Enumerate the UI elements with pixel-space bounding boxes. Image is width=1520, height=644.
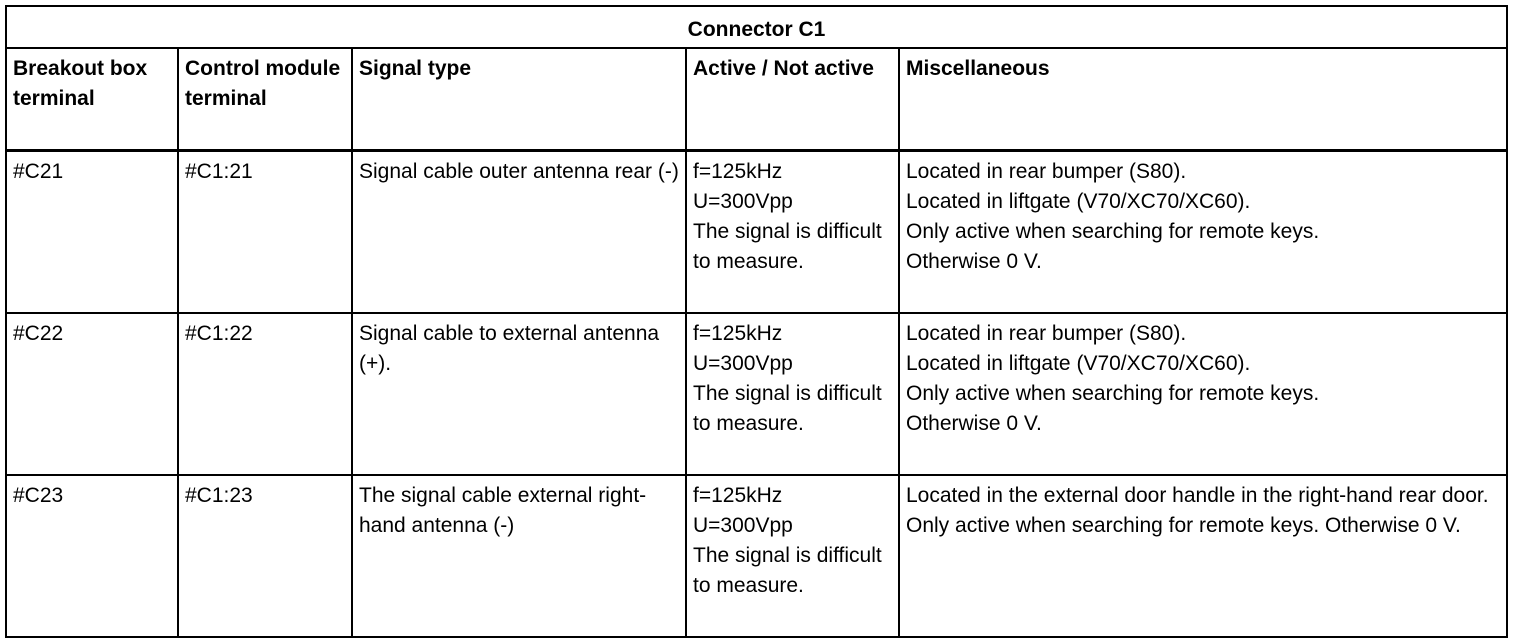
column-header-breakout-terminal: Breakout box terminal (5, 47, 179, 152)
active-line: f=125kHz (693, 484, 783, 507)
breakout-terminal-cell: #C21 (5, 149, 179, 314)
active-line: The signal is difficult to measure. (693, 220, 882, 273)
column-header-signal-type: Signal type (351, 47, 687, 152)
misc-line: Located in liftgate (V70/XC70/XC60). (906, 352, 1251, 375)
control-module-terminal-cell: #C1:22 (177, 312, 353, 476)
column-header-miscellaneous: Miscellaneous (897, 47, 1509, 152)
misc-line: Otherwise 0 V. (906, 412, 1042, 435)
control-module-terminal-cell: #C1:23 (177, 474, 353, 638)
active-line: f=125kHz (693, 160, 783, 183)
misc-line: Only active when searching for remote ke… (906, 382, 1320, 405)
signal-type-cell: Signal cable to external antenna (+). (351, 312, 687, 476)
active-line: The signal is difficult to measure. (693, 382, 882, 435)
breakout-terminal-cell: #C23 (5, 474, 179, 638)
breakout-terminal-cell: #C22 (5, 312, 179, 476)
active-line: U=300Vpp (693, 514, 793, 537)
control-module-terminal-cell: #C1:21 (177, 149, 353, 314)
column-header-active-not-active: Active / Not active (685, 47, 900, 152)
misc-line: Otherwise 0 V. (906, 250, 1042, 273)
miscellaneous-cell: Located in rear bumper (S80). Located in… (897, 312, 1509, 476)
misc-line: Located in the external door handle in t… (906, 484, 1489, 537)
signal-type-cell: The signal cable external right-hand ant… (351, 474, 687, 638)
column-header-control-module-terminal: Control module terminal (177, 47, 353, 152)
table-title: Connector C1 (4, 5, 1509, 49)
misc-line: Located in rear bumper (S80). (906, 160, 1187, 183)
misc-line: Located in liftgate (V70/XC70/XC60). (906, 190, 1251, 213)
miscellaneous-cell: Located in the external door handle in t… (897, 474, 1509, 638)
misc-line: Only active when searching for remote ke… (906, 220, 1320, 243)
misc-line: Located in rear bumper (S80). (906, 322, 1187, 345)
connector-table: Connector C1 Breakout box terminal Contr… (4, 5, 1509, 638)
signal-type-cell: Signal cable outer antenna rear (-) (351, 149, 687, 314)
table-row: #C22 #C1:22 Signal cable to external ant… (5, 312, 1509, 476)
table-row: #C23 #C1:23 The signal cable external ri… (5, 474, 1509, 638)
table-title-row: Connector C1 (4, 5, 1509, 49)
active-line: f=125kHz (693, 322, 783, 345)
active-cell: f=125kHz U=300Vpp The signal is difficul… (685, 149, 900, 314)
active-line: U=300Vpp (693, 352, 793, 375)
active-line: U=300Vpp (693, 190, 793, 213)
active-cell: f=125kHz U=300Vpp The signal is difficul… (685, 474, 900, 638)
miscellaneous-cell: Located in rear bumper (S80). Located in… (897, 149, 1509, 314)
active-line: The signal is difficult to measure. (693, 544, 882, 597)
table-row: #C21 #C1:21 Signal cable outer antenna r… (5, 149, 1509, 314)
table-header-row: Breakout box terminal Control module ter… (5, 47, 1509, 152)
active-cell: f=125kHz U=300Vpp The signal is difficul… (685, 312, 900, 476)
